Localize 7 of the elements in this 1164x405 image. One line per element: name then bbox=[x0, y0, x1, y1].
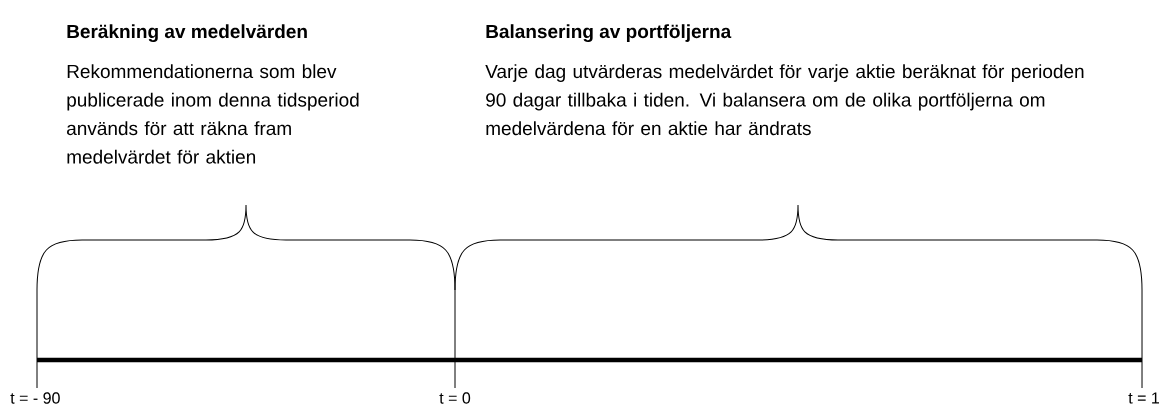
section-heading: Balansering av portföljerna bbox=[486, 24, 732, 42]
description-text: Varje dag utvärderas medelvärdet för varje aktie beräknat för perioden 90 dagar tillbaka i tiden. Vi balansera om de olika portföljerna om medelvärdena för en aktie har ändrats bbox=[485, 64, 1084, 136]
description-text: Rekommendationerna som blev publicerade inom denna tidsperiod används för att räkna fram medelvärdet för aktien bbox=[67, 64, 359, 164]
section-heading: Beräkning av medelvärden bbox=[67, 24, 307, 42]
tick-label: t = - 90 bbox=[10, 392, 60, 404]
tick-label: t = 1 bbox=[1128, 392, 1159, 404]
tick-label: t = 0 bbox=[439, 392, 471, 404]
